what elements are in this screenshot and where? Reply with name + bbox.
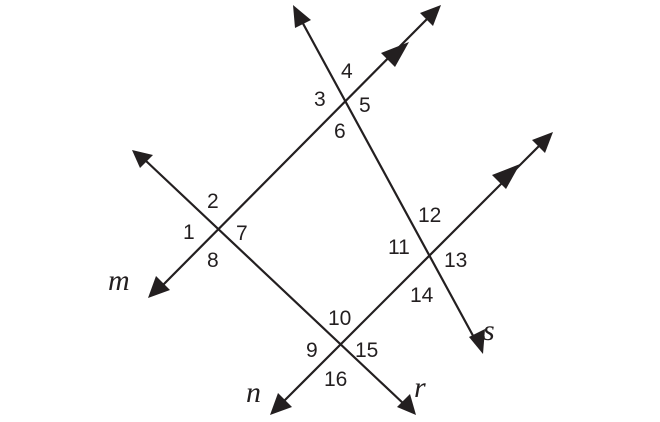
angle-label-3: 3	[314, 88, 326, 111]
angle-label-1: 1	[183, 221, 195, 244]
angle-label-4: 4	[341, 60, 353, 83]
angle-label-15: 15	[355, 339, 378, 362]
line-s-label: s	[483, 314, 495, 347]
angle-label-2: 2	[207, 190, 219, 213]
line-n-label: n	[246, 376, 261, 409]
angle-label-8: 8	[207, 249, 219, 272]
line-m-arrowhead-lower	[148, 276, 170, 298]
line-r-arrowhead-lower	[397, 394, 416, 415]
line-n-arrowhead-lower	[270, 393, 292, 415]
angle-label-13: 13	[444, 249, 467, 272]
line-n: n	[246, 132, 553, 415]
angle-label-11: 11	[388, 236, 410, 259]
angle-label-12: 12	[418, 204, 441, 227]
line-s: s	[293, 5, 495, 354]
line-s-arrowhead-lower	[469, 329, 485, 354]
line-m-parallel-marker	[381, 42, 409, 67]
angle-label-7: 7	[236, 222, 248, 245]
line-m-label: m	[108, 264, 130, 297]
angle-label-14: 14	[410, 284, 434, 307]
angle-label-10: 10	[328, 307, 351, 330]
line-r: r	[132, 150, 426, 415]
line-n-arrowhead-upper	[532, 132, 553, 153]
line-s-arrowhead-upper	[293, 5, 311, 28]
angle-label-5: 5	[359, 94, 371, 117]
angle-label-6: 6	[334, 120, 346, 143]
angle-label-16: 16	[324, 368, 347, 391]
angle-label-9: 9	[306, 339, 318, 362]
line-n-parallel-marker	[492, 164, 520, 189]
line-r-label: r	[414, 371, 426, 404]
line-m-arrowhead-upper	[420, 5, 441, 26]
line-r-arrowhead-upper	[132, 150, 153, 168]
line-m: m	[108, 5, 441, 298]
